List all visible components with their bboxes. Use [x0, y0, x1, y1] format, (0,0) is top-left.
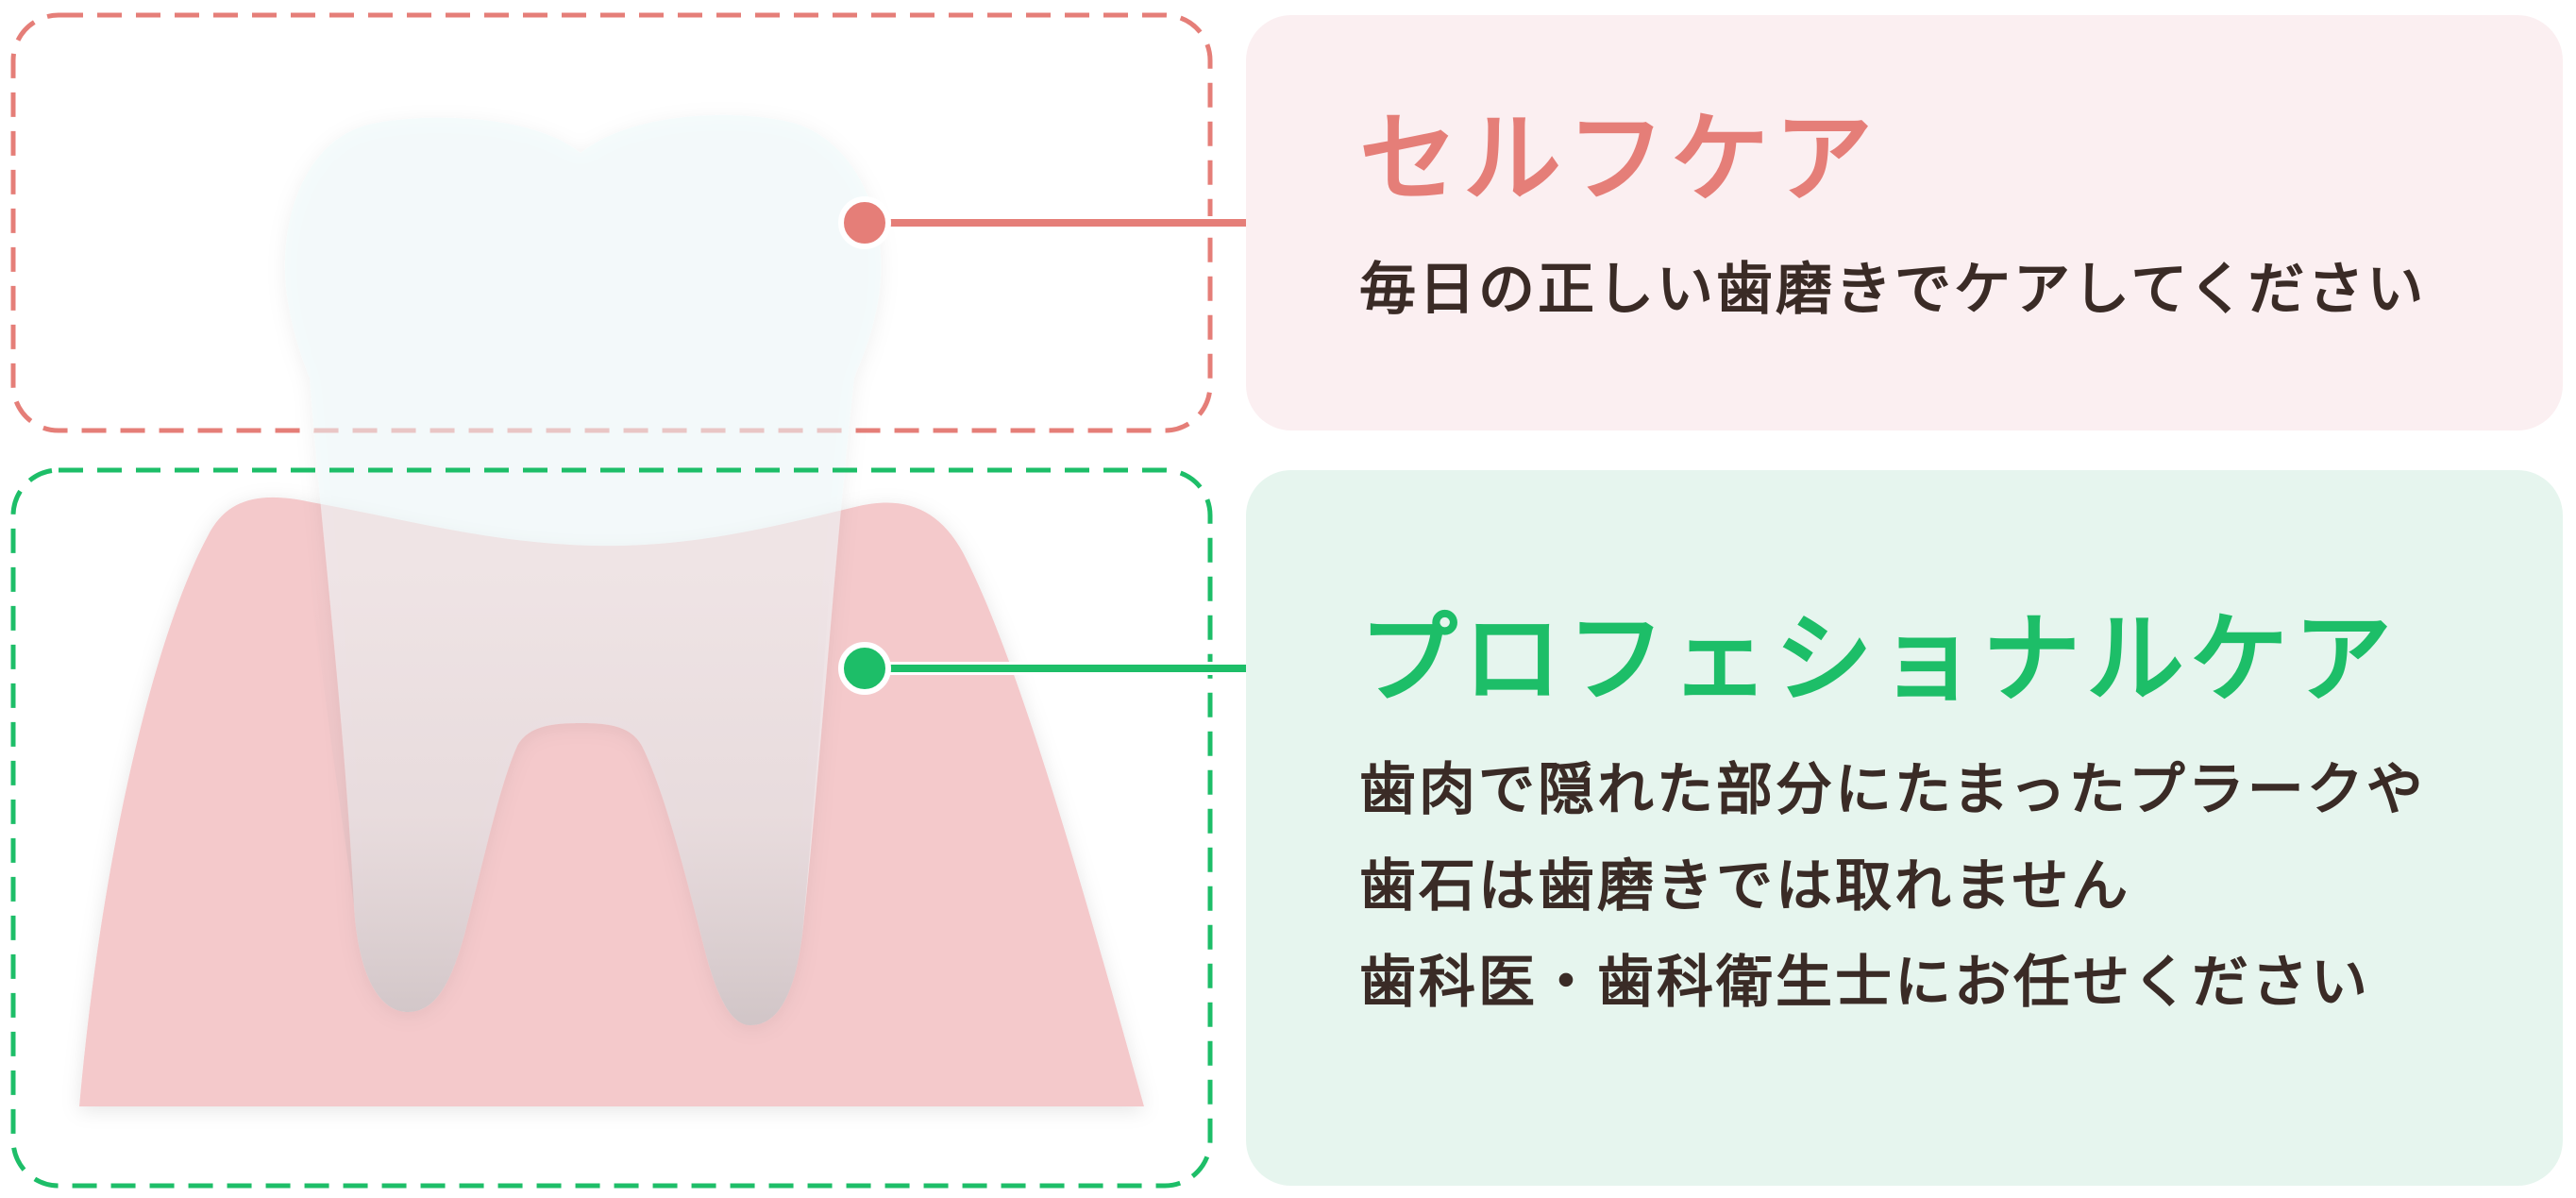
self-care-description-line: 毎日の正しい歯磨きでケアしてください [1359, 257, 2427, 323]
self-care-title: セルフケア [1359, 101, 1879, 216]
professional-care-title: プロフェショナルケア [1359, 601, 2399, 717]
self-care-connector-dot [838, 196, 891, 249]
tooth-root-shading [310, 566, 831, 1025]
pro-care-connector-dot [838, 642, 891, 695]
professional-care-description-line-3: 歯科医・歯科衛生士にお任せください [1359, 950, 2370, 1016]
professional-care-description-line-1: 歯肉で隠れた部分にたまったプラークや [1359, 757, 2426, 823]
professional-care-description-line-2: 歯石は歯磨きでは取れません [1359, 853, 2131, 920]
professional-care-description: 歯肉で隠れた部分にたまったプラークや 歯石は歯磨きでは取れません 歯科医・歯科衛… [1359, 742, 2426, 1031]
professional-care-region-outline [10, 467, 1213, 1189]
professional-care-panel: プロフェショナルケア 歯肉で隠れた部分にたまったプラークや 歯石は歯磨きでは取れ… [1246, 470, 2563, 1186]
self-care-panel: セルフケア 毎日の正しい歯磨きでケアしてください [1246, 15, 2563, 430]
self-care-description: 毎日の正しい歯磨きでケアしてください [1359, 242, 2426, 338]
